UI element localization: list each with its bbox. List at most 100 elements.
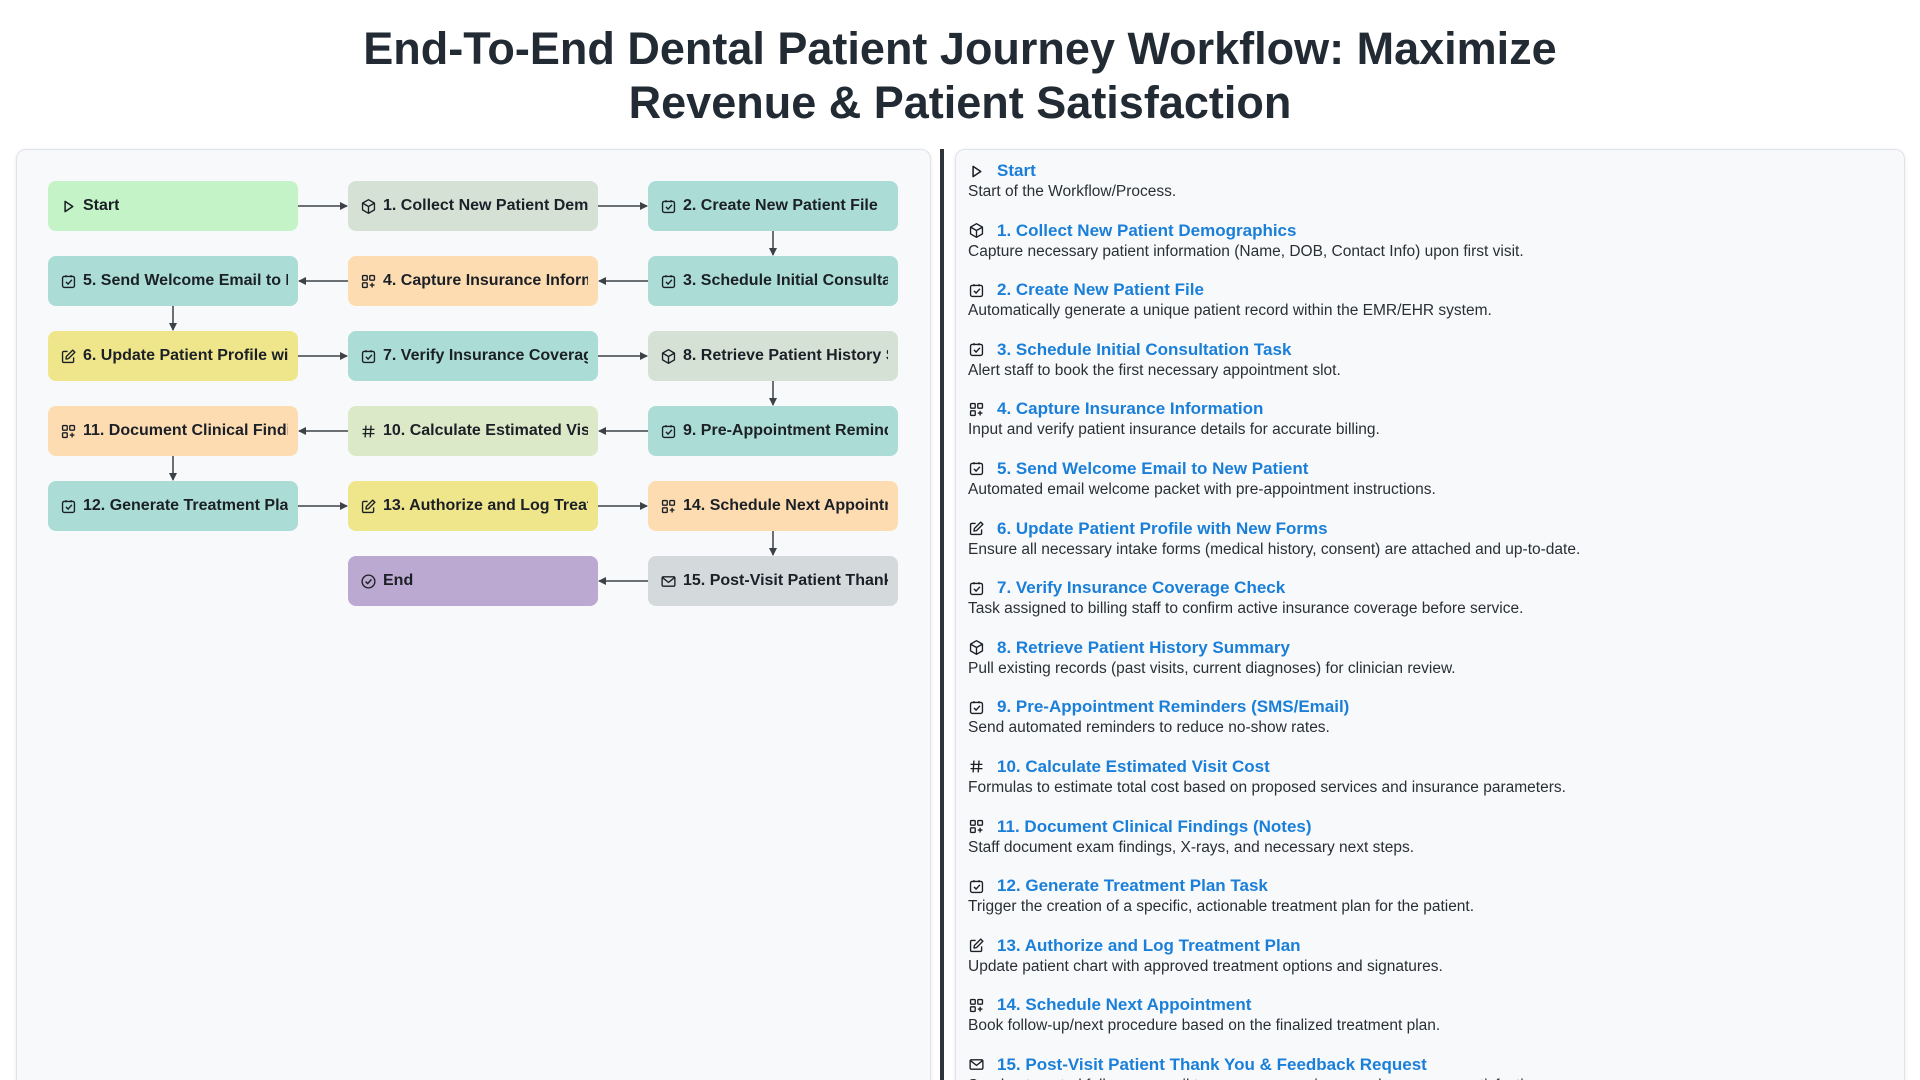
mail-icon [968,1056,985,1073]
step-title-link[interactable]: 8. Retrieve Patient History Summary [997,637,1290,657]
cube-icon [360,198,377,215]
step-title-link[interactable]: 13. Authorize and Log Treatment Plan [997,935,1301,955]
step-title-link[interactable]: 9. Pre-Appointment Reminders (SMS/Email) [997,697,1350,717]
node-label: End [383,572,414,589]
step-detail-heading: 12. Generate Treatment Plan Task [968,875,1892,897]
node-7-verify-insurance-coverage-check[interactable]: 7. Verify Insurance Coverage Check [348,331,598,381]
node-end[interactable]: End [348,556,598,606]
node-start[interactable]: Start [48,181,298,231]
checkbox-icon [968,878,985,895]
checkbox-icon [60,498,77,515]
step-title-link[interactable]: 7. Verify Insurance Coverage Check [997,578,1286,598]
step-description: Update patient chart with approved treat… [968,957,1443,975]
node-11-document-clinical-findings-notes[interactable]: 11. Document Clinical Findings (Notes) [48,406,298,456]
step-description: Input and verify patient insurance detai… [968,421,1380,439]
step-title-link[interactable]: 3. Schedule Initial Consultation Task [997,339,1292,359]
node-label: 8. Retrieve Patient History Summary [683,347,888,364]
step-title-link[interactable]: Start [997,161,1036,180]
node-1-collect-new-patient-demographics[interactable]: 1. Collect New Patient Demographics [348,181,598,231]
node-12-generate-treatment-plan-task[interactable]: 12. Generate Treatment Plan Task [48,481,298,531]
node-15-post-visit-patient-thank-you-feedback-request[interactable]: 15. Post-Visit Patient Thank You & Feedb… [648,556,898,606]
step-detail-heading: 6. Update Patient Profile with New Forms [968,518,1892,540]
node-8-retrieve-patient-history-summary[interactable]: 8. Retrieve Patient History Summary [648,331,898,381]
step-title-link[interactable]: 4. Capture Insurance Information [997,399,1264,419]
workflow-diagram-panel: Start 1. Collect New Patient Demographics… [16,149,931,1080]
edit-icon [360,498,377,515]
cube-icon [968,639,985,656]
step-detail-heading: Start [968,160,1892,182]
node-label: 6. Update Patient Profile with New Forms [83,347,288,364]
step-title-link[interactable]: 5. Send Welcome Email to New Patient [997,458,1309,478]
node-9-pre-appointment-reminders-sms-email[interactable]: 9. Pre-Appointment Reminders (SMS/Email) [648,406,898,456]
node-label: 2. Create New Patient File [683,197,878,214]
checkbox-icon [968,460,985,477]
step-title-link[interactable]: 2. Create New Patient File [997,280,1204,300]
step-description: Automatically generate a unique patient … [968,302,1492,320]
node-2-create-new-patient-file[interactable]: 2. Create New Patient File [648,181,898,231]
step-detail-heading: 10. Calculate Estimated Visit Cost [968,756,1892,778]
step-description: Book follow-up/next procedure based on t… [968,1017,1441,1035]
step-description: Pull existing records (past visits, curr… [968,659,1456,677]
page-title: End-To-End Dental Patient Journey Workfl… [0,22,1920,130]
step-title-link[interactable]: 15. Post-Visit Patient Thank You & Feedb… [997,1054,1427,1074]
step-description: Automated email welcome packet with pre-… [968,480,1436,498]
play-icon [968,163,985,180]
step-title-link[interactable]: 1. Collect New Patient Demographics [997,220,1297,240]
node-10-calculate-estimated-visit-cost[interactable]: 10. Calculate Estimated Visit Cost [348,406,598,456]
step-detail-item: 6. Update Patient Profile with New Forms… [968,518,1892,578]
step-title-link[interactable]: 14. Schedule Next Appointment [997,995,1252,1015]
node-label: 10. Calculate Estimated Visit Cost [383,422,588,439]
step-detail-item: 11. Document Clinical Findings (Notes)St… [968,816,1892,876]
node-4-capture-insurance-information[interactable]: 4. Capture Insurance Information [348,256,598,306]
node-14-schedule-next-appointment[interactable]: 14. Schedule Next Appointment [648,481,898,531]
node-3-schedule-initial-consultation-task[interactable]: 3. Schedule Initial Consultation Task [648,256,898,306]
edit-icon [968,937,985,954]
hash-icon [968,758,985,775]
step-detail-heading: 9. Pre-Appointment Reminders (SMS/Email) [968,696,1892,718]
step-title-link[interactable]: 12. Generate Treatment Plan Task [997,876,1268,896]
step-description: Formulas to estimate total cost based on… [968,778,1566,796]
node-label: 1. Collect New Patient Demographics [383,197,588,214]
step-description: Start of the Workflow/Process. [968,183,1177,200]
step-title-link[interactable]: 11. Document Clinical Findings (Notes) [997,816,1312,836]
step-description: Send automated follow-up email to measur… [968,1076,1892,1080]
step-description: Send automated reminders to reduce no-sh… [968,719,1330,737]
step-detail-heading: 11. Document Clinical Findings (Notes) [968,816,1892,838]
step-title-link[interactable]: 6. Update Patient Profile with New Forms [997,518,1328,538]
cube-icon [968,222,985,239]
node-label: Start [83,197,120,214]
step-title-link[interactable]: 10. Calculate Estimated Visit Cost [997,756,1270,776]
check-circle-icon [360,573,377,590]
step-detail-heading: 3. Schedule Initial Consultation Task [968,339,1892,361]
title-line-2: Revenue & Patient Satisfaction [628,77,1292,128]
step-description: Ensure all necessary intake forms (medic… [968,540,1581,558]
cube-icon [660,348,677,365]
node-label: 5. Send Welcome Email to New Patient [83,272,288,289]
play-icon [60,198,77,215]
node-6-update-patient-profile-with-new-forms[interactable]: 6. Update Patient Profile with New Forms [48,331,298,381]
checkbox-icon [968,580,985,597]
node-label: 12. Generate Treatment Plan Task [83,497,288,514]
node-5-send-welcome-email-to-new-patient[interactable]: 5. Send Welcome Email to New Patient [48,256,298,306]
node-label: 3. Schedule Initial Consultation Task [683,272,888,289]
checkbox-icon [360,348,377,365]
checkbox-icon [660,198,677,215]
grid-icon [60,423,77,440]
node-13-authorize-and-log-treatment-plan[interactable]: 13. Authorize and Log Treatment Plan [348,481,598,531]
checkbox-icon [968,341,985,358]
step-detail-heading: 8. Retrieve Patient History Summary [968,637,1892,659]
step-detail-heading: 4. Capture Insurance Information [968,398,1892,420]
node-label: 14. Schedule Next Appointment [683,497,888,514]
edit-icon [968,520,985,537]
hash-icon [360,423,377,440]
